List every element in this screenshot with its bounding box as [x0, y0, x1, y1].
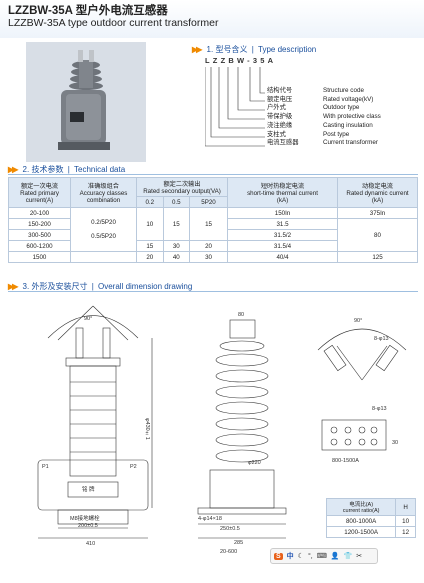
- sogou-logo-icon[interactable]: S: [274, 552, 283, 560]
- type-code: LZZBW-35A: [205, 56, 277, 65]
- title-cn: 型户外电流互感器: [75, 5, 168, 17]
- model-code: LZZBW-35A: [8, 5, 73, 17]
- punctuation-icon[interactable]: °,: [307, 552, 313, 560]
- side-view-drawing: 90° φ430±1 P1 P2 铭 牌 M8接地螺栓 200±0.5 410: [28, 298, 158, 553]
- terminal-detail-drawing: 90° 8-φ13 800-1500A 8-φ13 30: [312, 310, 412, 464]
- section3-heading: ▶▶ 3. 外形及安装尺寸 | Overall dimension drawin…: [8, 282, 193, 291]
- section-arrows-icon: ▶▶: [8, 165, 18, 174]
- type-code-diagram: LZZBW-35A 结构代号 Structure code 额定电压 Rated…: [205, 57, 415, 157]
- code-leader-lines: [205, 67, 265, 147]
- ime-toolbar[interactable]: S 中 ☾ °, ⌨ 👤 👕 ✂: [270, 548, 378, 564]
- table-row: 150-200 31.5 80: [8, 218, 418, 252]
- table-row: 800-1000A 10: [325, 515, 416, 527]
- section1-heading: ▶▶ 1. 型号含义 | Type description: [192, 45, 317, 54]
- table-row: 600-1200 15 30 20 31.5/4: [8, 240, 418, 252]
- tools-icon[interactable]: ✂: [356, 553, 363, 560]
- section2-heading: ▶▶ 2. 技术参数 | Technical data: [8, 165, 126, 174]
- keyboard-icon[interactable]: ⌨: [316, 553, 327, 560]
- skin-icon[interactable]: 👕: [343, 553, 353, 560]
- section3-rule: [8, 291, 418, 292]
- header-band: [0, 0, 424, 38]
- user-icon[interactable]: 👤: [330, 553, 340, 560]
- section-arrows-icon: ▶▶: [192, 45, 202, 54]
- section2-rule: [8, 174, 418, 175]
- moon-icon[interactable]: ☾: [297, 553, 304, 560]
- page-title: LZZBW-35A 型户外电流互感器: [8, 2, 168, 18]
- table-row: 1200-1500A 12: [325, 526, 416, 538]
- page-subtitle: LZZBW-35A type outdoor current transform…: [8, 17, 219, 29]
- product-photo: [26, 42, 146, 162]
- table-row: 1500 20 40 30 40/4 125: [8, 251, 418, 263]
- section-arrows-icon: ▶▶: [8, 282, 18, 291]
- front-view-drawing: 80 φ220 4-φ14×18 250±0.5 285 20-600: [190, 310, 300, 555]
- chinese-mode-icon[interactable]: 中: [286, 553, 294, 560]
- ratio-table: 电流比(A)current ratio(A) H 800-1000A 10 12…: [325, 498, 416, 538]
